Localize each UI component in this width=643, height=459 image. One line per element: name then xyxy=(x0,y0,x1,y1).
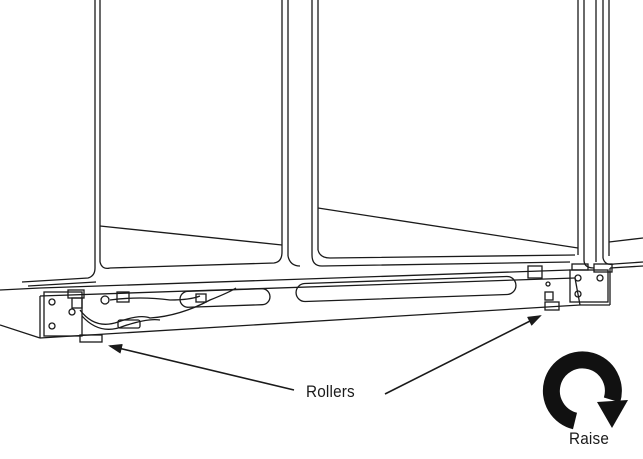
right-roller-pointer-arrow-icon xyxy=(384,315,542,395)
raise-label: Raise xyxy=(569,429,610,448)
rollers-label: Rollers xyxy=(306,382,355,401)
right-interior-floor xyxy=(317,207,579,249)
wire-harness xyxy=(79,287,237,330)
left-roller-pointer-arrow-icon xyxy=(108,343,295,391)
left-door xyxy=(21,0,301,287)
right-door xyxy=(311,0,595,269)
right-roller xyxy=(544,301,560,311)
far-right-panel xyxy=(595,0,643,266)
left-interior-floor xyxy=(99,225,283,246)
clockwise-rotation-arrow-icon xyxy=(542,351,628,430)
vent-slot-center xyxy=(295,275,517,303)
left-hinge-bracket xyxy=(43,289,85,337)
right-hinge-bracket xyxy=(527,263,613,303)
left-roller xyxy=(79,334,103,343)
refrigerator-cabinet xyxy=(0,0,643,343)
